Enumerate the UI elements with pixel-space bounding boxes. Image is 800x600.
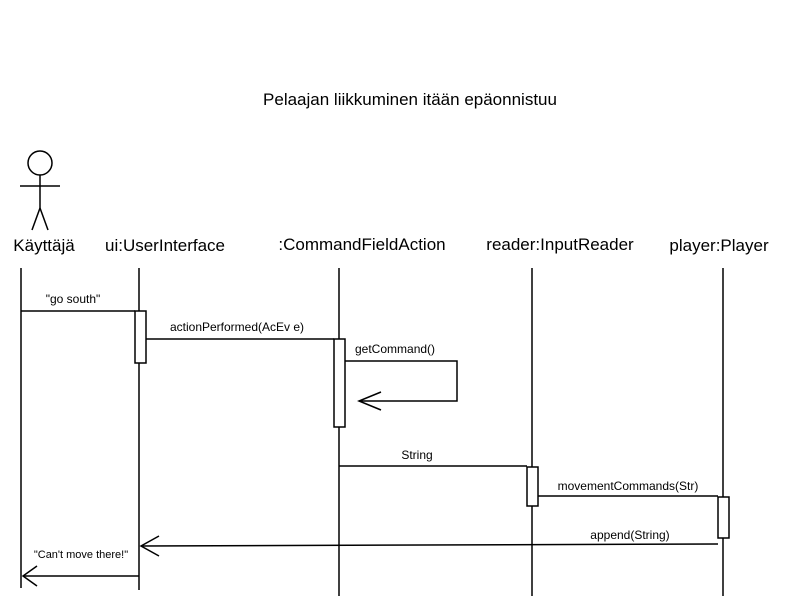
participant-input-reader: reader:InputReader xyxy=(486,235,634,254)
message-append-label: append(String) xyxy=(590,528,669,542)
activation-command-field-action xyxy=(333,338,346,428)
activation-player xyxy=(717,496,730,539)
message-cant-move-label: "Can't move there!" xyxy=(34,549,128,561)
participant-kayttaja: Käyttäjä xyxy=(13,236,75,255)
participant-user-interface: ui:UserInterface xyxy=(105,236,225,255)
open-arrowhead-icon xyxy=(139,535,160,557)
message-movement-commands-label: movementCommands(Str) xyxy=(558,479,699,493)
message-get-command-label: getCommand() xyxy=(355,342,435,356)
message-action-performed-label: actionPerformed(AcEv e) xyxy=(170,320,304,334)
message-go-south-label: "go south" xyxy=(46,292,101,306)
open-arrowhead-icon xyxy=(21,565,38,587)
message-get-command-arrow xyxy=(345,360,458,402)
activation-user-interface xyxy=(134,310,147,364)
open-arrowhead-icon xyxy=(357,391,382,411)
message-append-arrow xyxy=(140,543,719,547)
participant-player: player:Player xyxy=(669,236,769,255)
message-string-label: String xyxy=(401,448,432,462)
diagram-title: Pelaajan liikkuminen itään epäonnistuu xyxy=(263,90,557,109)
activation-input-reader xyxy=(526,466,539,507)
actor-stick-figure-icon xyxy=(20,150,60,231)
participant-command-field-action: :CommandFieldAction xyxy=(278,235,445,254)
